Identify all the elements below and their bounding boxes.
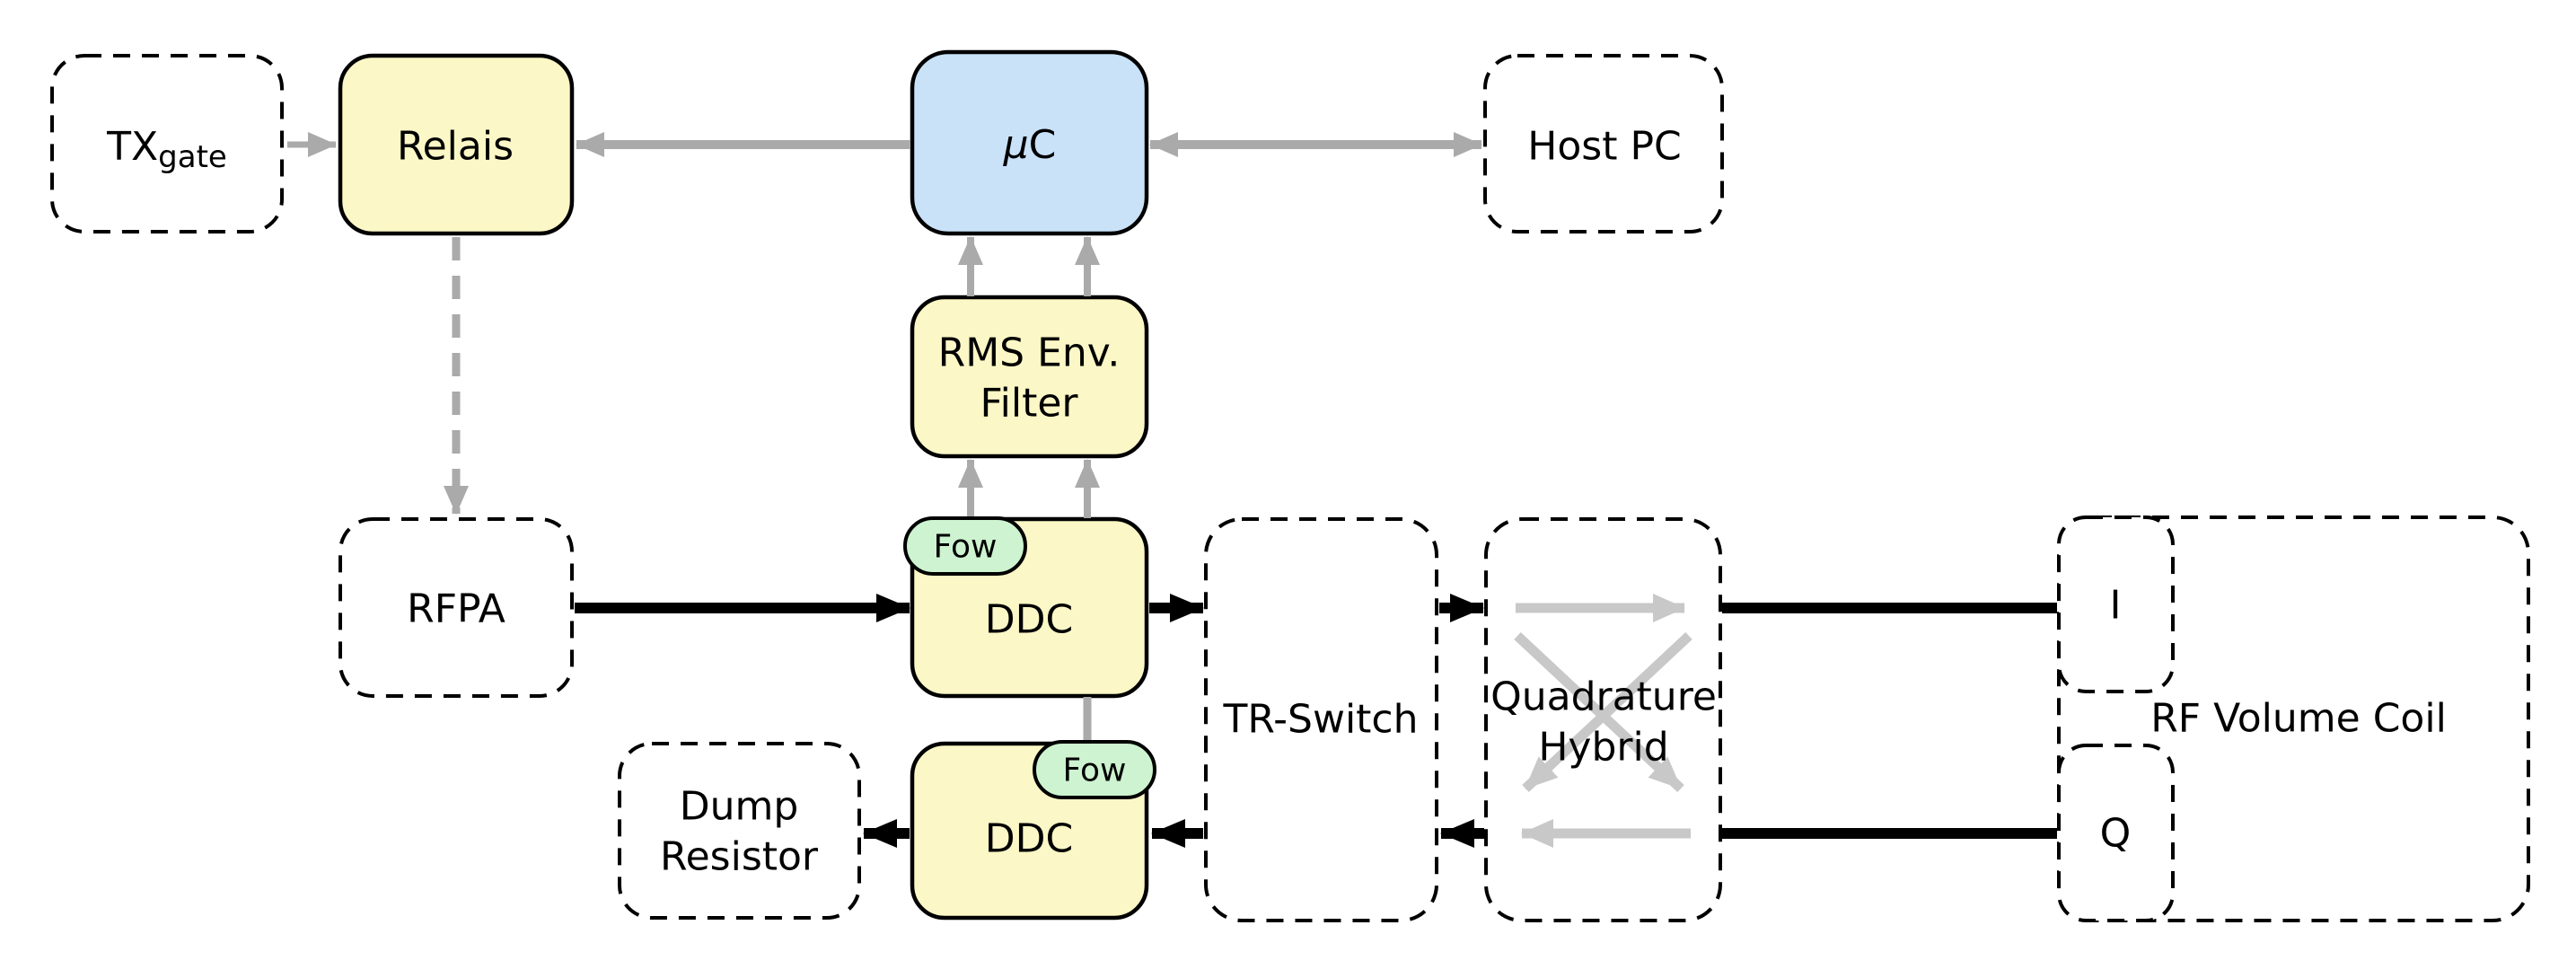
- rf-volume-coil-label: RF Volume Coil: [2150, 696, 2447, 742]
- node-mcu: [910, 49, 1149, 236]
- host-pc-label: Host PC: [1527, 124, 1681, 170]
- rfpa-label: RFPA: [407, 586, 506, 632]
- quadrature-hybrid-label-line2: Hybrid: [1538, 725, 1668, 771]
- node-rms-filter: [910, 295, 1149, 459]
- coil-port-q-box: [2057, 744, 2175, 922]
- rfpa-box: [338, 517, 574, 698]
- host-pc-box: [1483, 54, 1724, 233]
- quadrature-hybrid-label-line1: Quadrature: [1490, 674, 1717, 720]
- badge-fow-reflected-label: Fow: [1063, 753, 1127, 789]
- dump-resistor-label-line2: Resistor: [660, 834, 819, 880]
- relais-box: [338, 53, 575, 236]
- hybrid-internal-arrow-diag-down-left: [1522, 631, 1692, 793]
- node-tr-switch: [1204, 517, 1438, 922]
- node-rf-volume-coil: [2057, 515, 2530, 922]
- relais-label: Relais: [397, 124, 514, 170]
- mcu-box: [910, 49, 1149, 236]
- coil-port-i-box: [2057, 515, 2175, 693]
- hybrid-internal-arrow-diag-down-right: [1514, 631, 1684, 793]
- ddc-forward-label: DDC: [985, 597, 1073, 643]
- badge-fow-reflected: Fow: [1033, 740, 1156, 799]
- txgate-box: [50, 54, 284, 233]
- node-host-pc: [1483, 54, 1724, 233]
- badge-fow-forward-pill: [903, 516, 1027, 576]
- node-txgate: [50, 54, 284, 233]
- ddc-reflected-label: DDC: [985, 816, 1073, 862]
- badge-fow-reflected-pill: [1033, 740, 1156, 799]
- dump-resistor-box: [618, 742, 861, 920]
- node-rfpa: [338, 517, 574, 698]
- rms-filter-label-line1: RMS Env.: [938, 330, 1121, 376]
- txgate-label: TXgate: [106, 124, 227, 176]
- tr-switch-box: [1204, 517, 1438, 922]
- node-dump-resistor: [618, 742, 861, 920]
- rms-filter-label-line2: Filter: [980, 381, 1079, 427]
- mcu-label: µC: [1003, 122, 1057, 168]
- rms-filter-box: [910, 295, 1149, 459]
- rf-volume-coil-box: [2057, 515, 2530, 922]
- badge-fow-forward-label: Fow: [934, 529, 998, 566]
- coil-port-i-label: I: [2110, 583, 2122, 629]
- node-relais: [338, 53, 575, 236]
- dump-resistor-label-line1: Dump: [680, 784, 799, 830]
- tr-switch-label: TR-Switch: [1222, 697, 1418, 743]
- coil-port-q-label: Q: [2100, 811, 2132, 857]
- badge-fow-forward: Fow: [903, 516, 1027, 576]
